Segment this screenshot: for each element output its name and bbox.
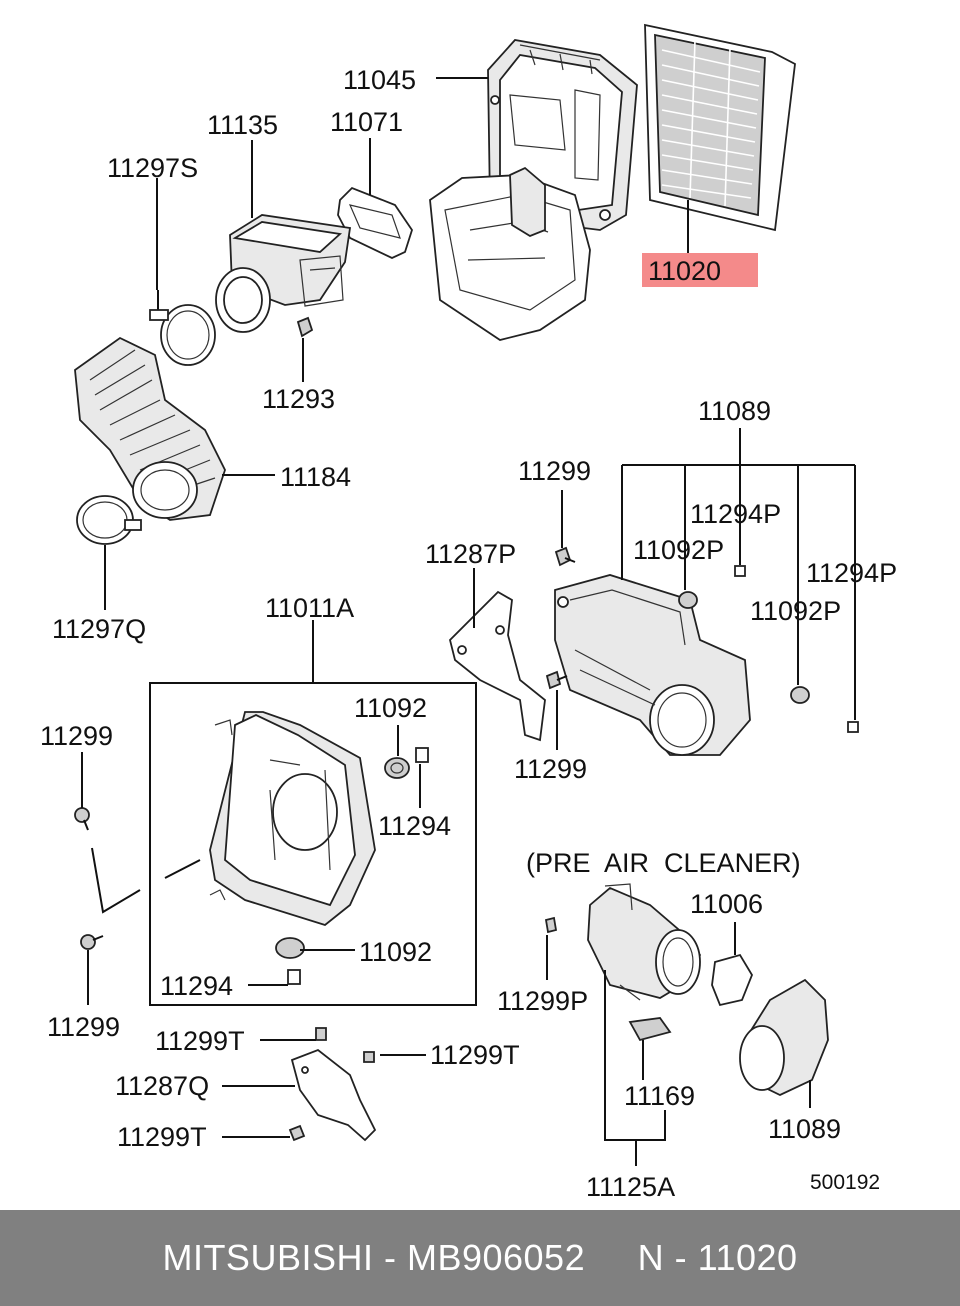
label-11045: 11045 (343, 65, 416, 95)
air-cleaner-lower-case-drawing (209, 711, 376, 927)
label-11184: 11184 (280, 462, 351, 492)
callout-labels: 11045 11135 11071 11297S 11020 11293 111… (40, 65, 897, 1202)
label-11125a: 11125A (586, 1172, 675, 1202)
label-11299-d: 11299 (47, 1012, 120, 1042)
label-11071: 11071 (330, 107, 403, 137)
bracket-11287q-drawing (288, 1027, 377, 1142)
label-11092-a: 11092 (354, 693, 427, 723)
label-11092p-b: 11092P (750, 596, 841, 626)
label-11006: 11006 (690, 889, 763, 919)
bolts-11299-left-drawing (74, 807, 201, 950)
bolt-11293-drawing (296, 316, 314, 338)
air-flow-sensor-drawing (215, 214, 352, 333)
label-11299-c: 11299 (40, 721, 113, 751)
footer-part-info: MITSUBISHI - MB906052 N - 11020 (162, 1237, 798, 1278)
bracket-11287p-drawing (449, 590, 546, 742)
label-11299t-c: 11299T (117, 1122, 207, 1152)
label-pre-air-cleaner: (PRE AIR CLEANER) (526, 848, 801, 878)
leader-lines (81, 77, 856, 1166)
label-11297q: 11297Q (52, 614, 146, 644)
gasket-drawing (337, 186, 413, 259)
label-11299-a: 11299 (518, 456, 591, 486)
label-11299-b: 11299 (514, 754, 587, 784)
air-cleaner-lower-body-drawing (429, 166, 591, 341)
label-11294p-b: 11294P (806, 558, 897, 588)
air-filter-element-drawing (644, 23, 796, 232)
label-11135: 11135 (207, 110, 278, 140)
label-11092-b: 11092 (359, 937, 432, 967)
label-11294-a: 11294 (378, 811, 451, 841)
label-11092p-a: 11092P (633, 535, 724, 565)
air-duct-upper-drawing (554, 574, 751, 756)
label-11089-bottom: 11089 (768, 1114, 841, 1144)
label-11089-top: 11089 (698, 396, 771, 426)
label-11287q: 11287Q (115, 1071, 209, 1101)
part-number-footer: MITSUBISHI - MB906052 N - 11020 (0, 1210, 960, 1306)
label-11169: 11169 (624, 1081, 695, 1111)
bolts-11299-upper-drawing (545, 546, 576, 690)
label-11294-b: 11294 (160, 971, 233, 1001)
label-11297s: 11297S (107, 153, 198, 183)
label-11299t-b: 11299T (430, 1040, 520, 1070)
label-11287p: 11287P (425, 539, 516, 569)
clamp-11297s-drawing (149, 290, 216, 366)
pre-air-cleaner-drawing (544, 883, 829, 1096)
label-11299p: 11299P (497, 986, 588, 1016)
label-11020: 11020 (648, 256, 721, 286)
intake-hose-drawing (74, 336, 226, 521)
highlight-11020 (642, 253, 758, 287)
label-11293: 11293 (262, 384, 335, 414)
label-11294p-a: 11294P (690, 499, 781, 529)
exploded-parts-diagram: 11045 11135 11071 11297S 11020 11293 111… (40, 23, 897, 1202)
clamp-11297q-drawing (76, 495, 142, 545)
label-11011a: 11011A (265, 593, 354, 623)
diagram-number: 500192 (810, 1171, 880, 1194)
label-11299t-a: 11299T (155, 1026, 245, 1056)
grommets-11092p-drawing (678, 565, 859, 733)
grommet-cap-box-drawing (275, 747, 429, 985)
